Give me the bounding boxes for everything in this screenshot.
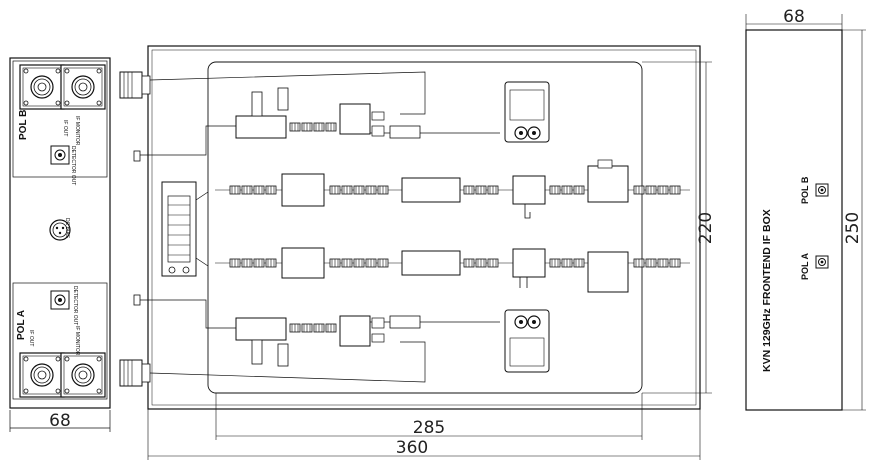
pol-a-plate — [12, 282, 108, 400]
svg-text:DETECTOR OUT: DETECTOR OUT — [70, 146, 76, 185]
pol-a-detector-module — [504, 309, 550, 373]
height-dimension: 220 — [696, 212, 716, 244]
pol-b-coupler-row — [235, 87, 421, 139]
dc-bias-board — [161, 181, 209, 277]
left-width-dimension: 68 — [49, 411, 71, 431]
pol-a-amplifier-chain — [215, 247, 690, 293]
main-box-outline — [147, 45, 701, 410]
right-height-dimension: 250 — [843, 212, 863, 244]
left-side-view: DC BIAS IF OUT IF MONITOR DETECTOR OUT D… — [9, 57, 111, 432]
right-pol-a-connector — [815, 255, 829, 269]
outer-width-dimension: 360 — [396, 438, 428, 458]
main-top-view: 220 285 360 — [119, 45, 716, 460]
pol-a-if-monitor-connector — [60, 352, 106, 398]
inner-width-dimension: 285 — [413, 418, 445, 438]
svg-text:DETECTOR OUT: DETECTOR OUT — [72, 286, 78, 325]
svg-text:DC BIAS: DC BIAS — [64, 218, 70, 239]
pol-b-detector-connector — [50, 145, 70, 165]
pol-b-amplifier-chain — [215, 159, 690, 219]
right-width-dimension: 68 — [783, 7, 805, 27]
dc-power-connector: DC BIAS — [49, 218, 71, 241]
pol-b-side-connector — [119, 71, 151, 99]
pol-b-detector-module — [504, 81, 550, 143]
pol-a-side-connector — [119, 359, 151, 387]
pol-a-if-out-connector — [19, 352, 65, 398]
svg-text:IF OUT: IF OUT — [28, 330, 34, 346]
right-pol-a-label: POL A — [800, 252, 810, 280]
right-side-view: KVN 129GHz FRONTEND IF BOX POL B POL A 6… — [745, 7, 866, 411]
pol-a-label: POL A — [16, 310, 27, 340]
pol-b-if-monitor-connector — [60, 64, 106, 110]
pol-b-label: POL B — [18, 110, 29, 140]
right-panel-outline — [745, 29, 843, 411]
inner-plate-outline — [207, 61, 643, 394]
box-title: KVN 129GHz FRONTEND IF BOX — [761, 209, 773, 372]
right-pol-b-label: POL B — [800, 176, 810, 204]
right-pol-b-connector — [815, 183, 829, 197]
svg-text:IF MONITOR: IF MONITOR — [74, 116, 80, 146]
svg-text:IF MONITOR: IF MONITOR — [74, 326, 80, 356]
pol-a-detector-connector — [50, 290, 70, 310]
pol-b-if-out-connector — [19, 64, 65, 110]
pol-b-plate — [12, 60, 108, 178]
svg-text:IF OUT: IF OUT — [62, 120, 68, 136]
pol-a-coupler-row — [235, 315, 421, 367]
